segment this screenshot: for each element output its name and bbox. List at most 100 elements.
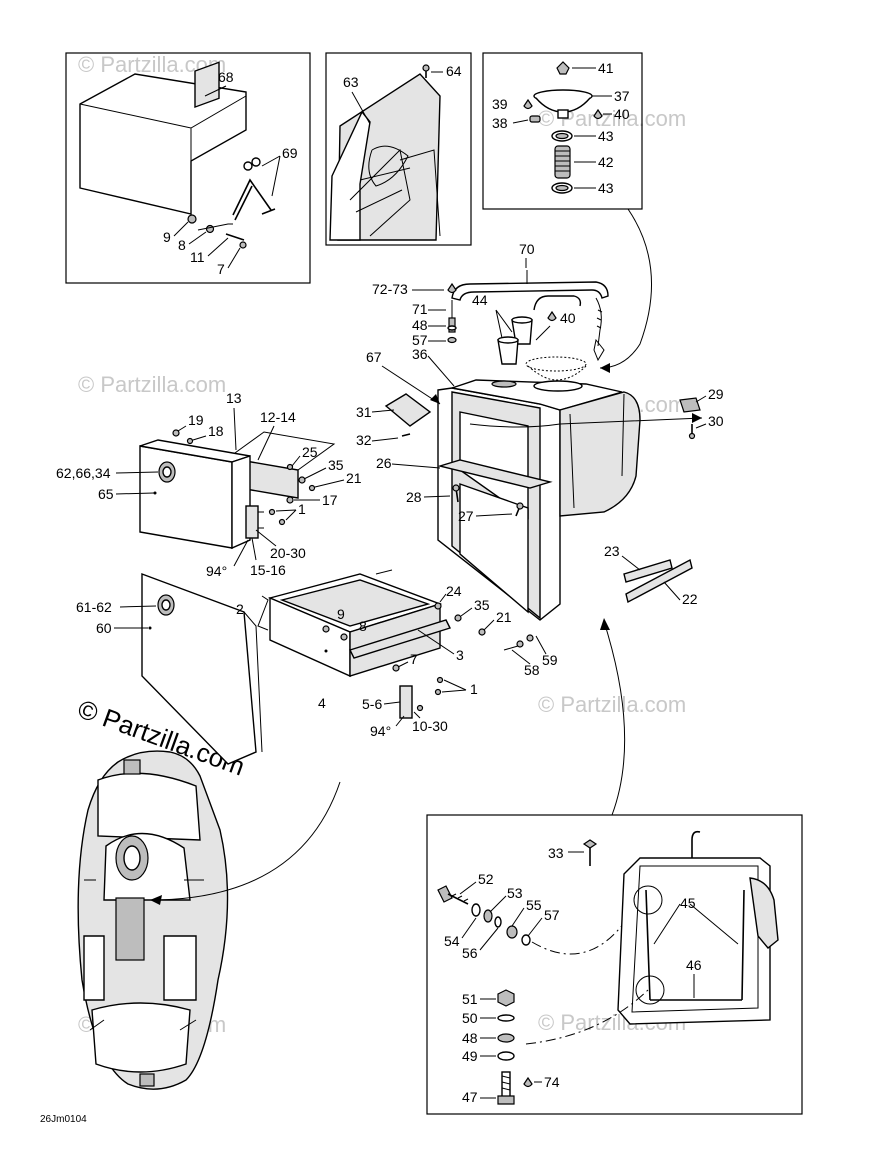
callout-29: 29 xyxy=(708,386,724,402)
callout-5-6: 5-6 xyxy=(362,696,382,712)
callout-71: 71 xyxy=(412,301,428,317)
lower-door: 61-62 60 xyxy=(76,572,263,765)
lower-drawer: 2 9 8 24 35 21 3 7 4 1 5-6 10-30 94° xyxy=(236,569,512,739)
callout-35: 35 xyxy=(474,597,490,613)
callout-39: 39 xyxy=(492,96,508,112)
callout-1: 1 xyxy=(470,681,478,697)
callout-11: 11 xyxy=(190,249,205,265)
callout-21: 21 xyxy=(346,470,362,486)
faucet-hose xyxy=(593,297,605,362)
callout-22: 22 xyxy=(682,591,698,607)
callout-19: 19 xyxy=(188,412,204,428)
inset-cooler: 68 69 9 8 11 7 xyxy=(65,52,311,284)
cooler-body xyxy=(79,73,247,215)
callout-74: 74 xyxy=(544,1074,560,1090)
drawing-code: 26Jm0104 xyxy=(40,1114,87,1125)
leader-curve xyxy=(599,208,652,369)
center-cabinet: 70 44 40 72-73 71 xyxy=(356,241,724,678)
upper-drawer: 13 19 18 12-14 62,66,34 65 25 35 21 1 17… xyxy=(56,390,362,579)
callout-4: 4 xyxy=(318,695,326,711)
callout-9: 9 xyxy=(337,606,345,622)
shelf xyxy=(437,459,553,489)
callout-28: 28 xyxy=(406,489,422,505)
drawer-door xyxy=(139,445,233,549)
callout-57: 57 xyxy=(544,907,560,923)
callout-21: 21 xyxy=(496,609,512,625)
inset-seat-structure: 33 52 53 55 57 54 56 45 46 xyxy=(426,814,803,1115)
callout-7: 7 xyxy=(410,651,418,667)
seat-frame xyxy=(617,857,771,1025)
callout-46: 46 xyxy=(686,957,702,973)
inset-frame xyxy=(482,52,643,210)
callout-23: 23 xyxy=(604,543,620,559)
drain-cap xyxy=(556,61,570,75)
callout-47: 47 xyxy=(462,1089,478,1105)
callout-18: 18 xyxy=(208,423,224,439)
callout-62-66-34: 62,66,34 xyxy=(56,465,111,481)
watermark: © Partzilla.com xyxy=(538,692,686,717)
hull-top-view xyxy=(77,750,229,1090)
callout-59: 59 xyxy=(542,652,558,668)
callout-24: 24 xyxy=(446,583,462,599)
callout-33: 33 xyxy=(548,845,564,861)
callout-57: 57 xyxy=(412,332,428,348)
leader-curve xyxy=(605,627,626,816)
callout-65: 65 xyxy=(98,486,114,502)
callout-30: 30 xyxy=(708,413,724,429)
callout-31: 31 xyxy=(356,404,372,420)
callout-12-14: 12-14 xyxy=(260,409,296,425)
callout-1: 1 xyxy=(298,501,306,517)
callout-40: 40 xyxy=(614,106,630,122)
angle-label: 94° xyxy=(370,723,391,739)
callout-25: 25 xyxy=(302,444,318,460)
callout-35: 35 xyxy=(328,457,344,473)
door-panel xyxy=(141,572,257,765)
callout-63: 63 xyxy=(343,74,359,90)
inset-sink: 41 37 39 40 38 43 42 43 xyxy=(482,52,643,210)
leader-curve xyxy=(149,781,341,901)
callout-48: 48 xyxy=(462,1030,478,1046)
callout-61-62: 61-62 xyxy=(76,599,112,615)
callout-67: 67 xyxy=(366,349,382,365)
callout-60: 60 xyxy=(96,620,112,636)
callout-37: 37 xyxy=(614,88,630,104)
callout-68: 68 xyxy=(218,69,234,85)
callout-17: 17 xyxy=(322,492,338,508)
callout-54: 54 xyxy=(444,933,460,949)
callout-13: 13 xyxy=(226,390,242,406)
callout-41: 41 xyxy=(598,60,614,76)
bracket xyxy=(679,397,701,413)
callout-3: 3 xyxy=(456,647,464,663)
callout-50: 50 xyxy=(462,1010,478,1026)
callout-70: 70 xyxy=(519,241,535,257)
callout-55: 55 xyxy=(526,897,542,913)
inset-frame xyxy=(426,814,803,1115)
callout-8: 8 xyxy=(178,237,186,253)
callout-58: 58 xyxy=(524,662,540,678)
callout-69: 69 xyxy=(282,145,298,161)
hull-storage-well xyxy=(115,897,145,961)
callout-32: 32 xyxy=(356,432,372,448)
callout-26: 26 xyxy=(376,455,392,471)
callout-51: 51 xyxy=(462,991,478,1007)
callout-48: 48 xyxy=(412,317,428,333)
handrail xyxy=(451,281,609,301)
callout-45: 45 xyxy=(680,895,696,911)
rail-23 xyxy=(623,559,673,583)
inset-frame xyxy=(325,52,472,246)
hinge-bracket xyxy=(399,685,413,719)
callout-36: 36 xyxy=(412,346,428,362)
callout-43: 43 xyxy=(598,180,614,196)
callout-72-73: 72-73 xyxy=(372,281,408,297)
inset-storage-net: 63 64 xyxy=(325,52,472,246)
drain-hose xyxy=(554,145,571,179)
callout-9: 9 xyxy=(163,229,171,245)
hinge-bracket xyxy=(245,505,259,539)
callout-52: 52 xyxy=(478,871,494,887)
net-frame xyxy=(329,110,371,241)
callout-56: 56 xyxy=(462,945,478,961)
rail-22 xyxy=(625,558,693,604)
callout-10-30: 10-30 xyxy=(412,718,448,734)
callout-15-16: 15-16 xyxy=(250,562,286,578)
